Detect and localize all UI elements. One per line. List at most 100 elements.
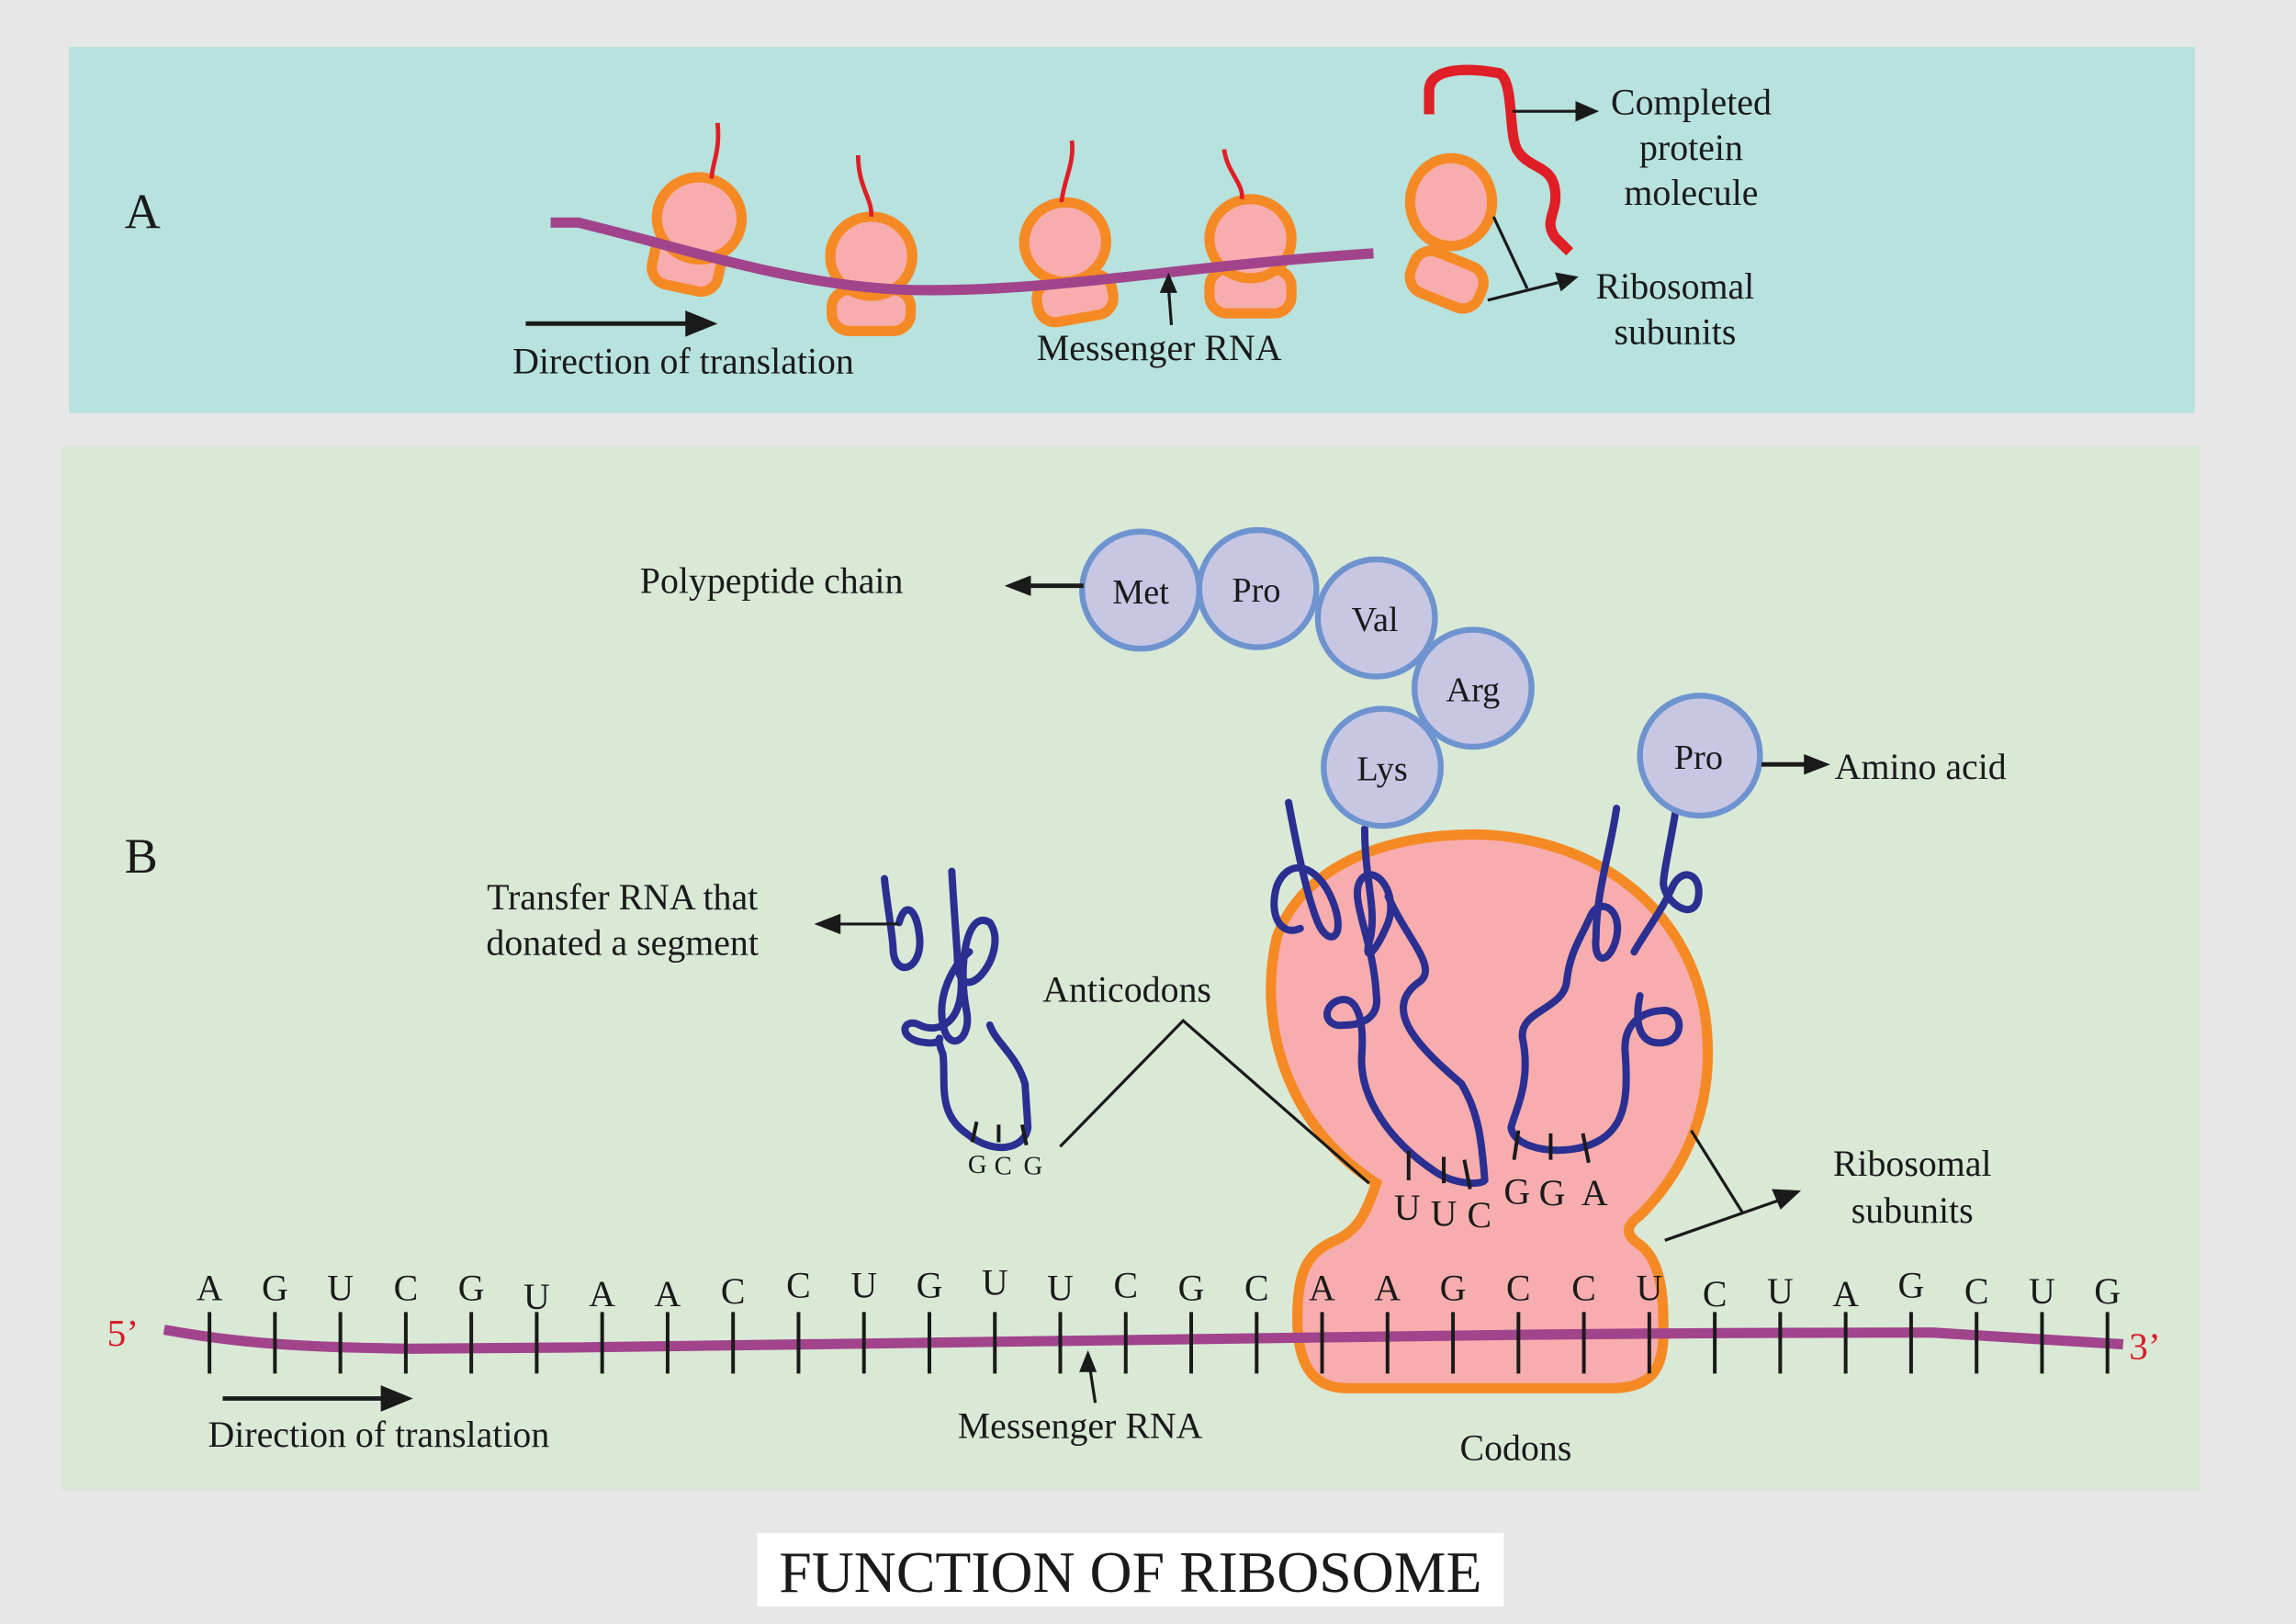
mrna-base-3: U [327, 1268, 354, 1309]
donated-trna [881, 867, 1032, 1152]
panel-b-mrna [163, 1325, 2124, 1354]
mrna-base-19: A [1374, 1268, 1401, 1309]
mrna-pointer-a [1166, 287, 1174, 326]
mrna-base-5: G [458, 1268, 485, 1309]
mrna-base-18: A [1309, 1268, 1335, 1309]
mrna-base-10: C [786, 1264, 811, 1305]
three-prime-label: 3’ [2129, 1325, 2161, 1367]
arrowhead-icon [1575, 101, 1600, 122]
subunit-pointer-b1 [1690, 1129, 1744, 1213]
amino-acid-val: Val [1314, 556, 1438, 680]
subunit-pointer-a2 [1487, 281, 1559, 302]
page-title: FUNCTION OF RIBOSOME [779, 1539, 1481, 1605]
trna-label-line2: donated a segment [486, 921, 759, 963]
mrna-base-1: A [197, 1268, 223, 1309]
subunits-label-a-line1: Ribosomal [1596, 265, 1755, 307]
arrow-left-icon [1004, 575, 1031, 596]
protein-label-line3: molecule [1624, 172, 1758, 213]
anticodon2-base-2: G [1539, 1172, 1566, 1213]
panel-b-label: B [125, 829, 158, 884]
mrna-base-30: G [2094, 1270, 2121, 1312]
five-prime-label: 5’ [107, 1312, 140, 1354]
panel-a-background [69, 47, 2195, 413]
released-large-subunit [1404, 152, 1498, 252]
svg-text:Pro: Pro [1232, 571, 1280, 610]
arrow-right-icon [380, 1385, 413, 1412]
mrna-base-8: A [655, 1273, 681, 1314]
anticodon2-base-1: G [1503, 1170, 1530, 1212]
arrow-left-icon [814, 913, 841, 935]
mrna-base-7: A [589, 1273, 615, 1314]
anticodon1-base-2: U [1431, 1192, 1458, 1234]
anticodon-tick [1581, 1133, 1591, 1164]
amino-acid-pro: Pro [1196, 526, 1320, 650]
ribosome-b [1266, 829, 1714, 1393]
arrow-right-icon [1804, 754, 1830, 775]
donated-anticodon-3: G [1023, 1152, 1042, 1181]
mrna-base-9: C [721, 1270, 746, 1312]
direction-label-b: Direction of translation [208, 1414, 550, 1455]
mrna-base-16: G [1178, 1268, 1205, 1309]
anticodon-tick [1512, 1130, 1521, 1160]
mrna-base-24: C [1703, 1273, 1728, 1314]
released-small-subunit [1404, 245, 1489, 314]
panel-a-label: A [125, 185, 161, 240]
anticodons-pointer [1059, 1018, 1370, 1185]
mrna-base-12: G [917, 1264, 943, 1305]
arrowhead-icon [1772, 1189, 1802, 1210]
mrna-base-28: C [1964, 1270, 1989, 1312]
mrna-base-4: C [394, 1268, 419, 1309]
mrna-base-26: A [1832, 1273, 1859, 1314]
panel-a-mrna [550, 217, 1374, 296]
mrna-base-22: C [1571, 1268, 1596, 1309]
trna-label-line1: Transfer RNA that [487, 876, 758, 918]
svg-text:Met: Met [1112, 573, 1169, 612]
subunits-label-b-line1: Ribosomal [1833, 1143, 1992, 1184]
direction-label-a: Direction of translation [512, 341, 854, 382]
title-box [757, 1533, 1504, 1607]
donated-anticodon-2: C [995, 1152, 1012, 1181]
amino-acid-met: Met [1079, 528, 1202, 652]
mrna-base-29: U [2029, 1270, 2055, 1312]
polypeptide-chain: Met Pro Val Arg Lys [1079, 526, 1535, 829]
arrowhead-icon [1555, 272, 1579, 292]
svg-text:Lys: Lys [1356, 750, 1407, 789]
peptide-a1 [709, 122, 721, 179]
mrna-label-b: Messenger RNA [958, 1405, 1203, 1447]
codons-label: Codons [1460, 1427, 1572, 1468]
anticodon1-base-1: U [1394, 1187, 1421, 1228]
subunits-label-b-line2: subunits [1851, 1190, 1974, 1231]
peptide-a3 [1059, 140, 1075, 203]
mrna-base-23: U [1636, 1268, 1662, 1309]
mrna-base-2: G [262, 1268, 288, 1309]
peptide-a2 [855, 154, 874, 218]
anticodons-label: Anticodons [1042, 968, 1211, 1009]
svg-text:Arg: Arg [1446, 671, 1501, 710]
arrow-right-icon [685, 310, 718, 337]
subunits-label-a-line2: subunits [1615, 311, 1737, 353]
svg-text:Pro: Pro [1674, 739, 1723, 777]
mrna-base-11: U [850, 1264, 877, 1305]
trna-lys [1270, 798, 1489, 1188]
mrna-base-25: U [1767, 1270, 1794, 1312]
mrna-base-13: U [982, 1261, 1008, 1303]
mrna-base-17: C [1244, 1268, 1269, 1309]
subunit-pointer-a1 [1491, 216, 1529, 289]
completed-protein [1424, 64, 1574, 256]
donated-anticodon-1: G [968, 1150, 987, 1179]
mrna-base-15: C [1113, 1264, 1138, 1305]
amino-acid-arg: Arg [1411, 626, 1535, 750]
mrna-base-20: G [1440, 1268, 1467, 1309]
anticodon1-base-3: C [1468, 1194, 1492, 1235]
svg-text:Val: Val [1352, 601, 1399, 639]
subunit-pointer-b2 [1664, 1199, 1779, 1242]
anticodon-tick [970, 1121, 979, 1143]
mrna-base-21: C [1506, 1268, 1531, 1309]
mrna-base-6: U [523, 1276, 550, 1317]
anticodon-tick [1462, 1159, 1472, 1190]
protein-label-line1: Completed [1611, 81, 1772, 122]
ribosome-a1 [647, 172, 748, 298]
trna-pro [1507, 805, 1703, 1155]
